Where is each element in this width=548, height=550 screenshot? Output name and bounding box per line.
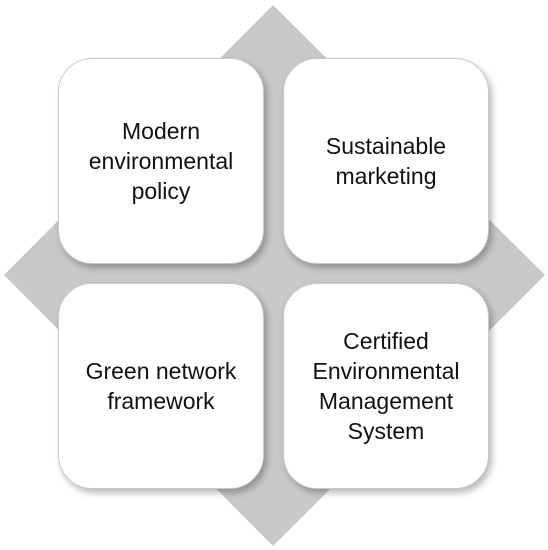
- box-sustainable-marketing: Sustainable marketing: [283, 58, 489, 264]
- box-certified-ems: Certified Environmental Management Syste…: [283, 283, 489, 489]
- box-label: Sustainable marketing: [325, 133, 447, 189]
- box-green-network-framework: Green network framework: [58, 283, 264, 489]
- box-modern-environmental-policy: Modern environmental policy: [58, 58, 264, 264]
- box-label: Modern environmental policy: [88, 118, 234, 204]
- box-label: Certified Environmental Management Syste…: [312, 328, 460, 444]
- box-label: Green network framework: [85, 358, 237, 414]
